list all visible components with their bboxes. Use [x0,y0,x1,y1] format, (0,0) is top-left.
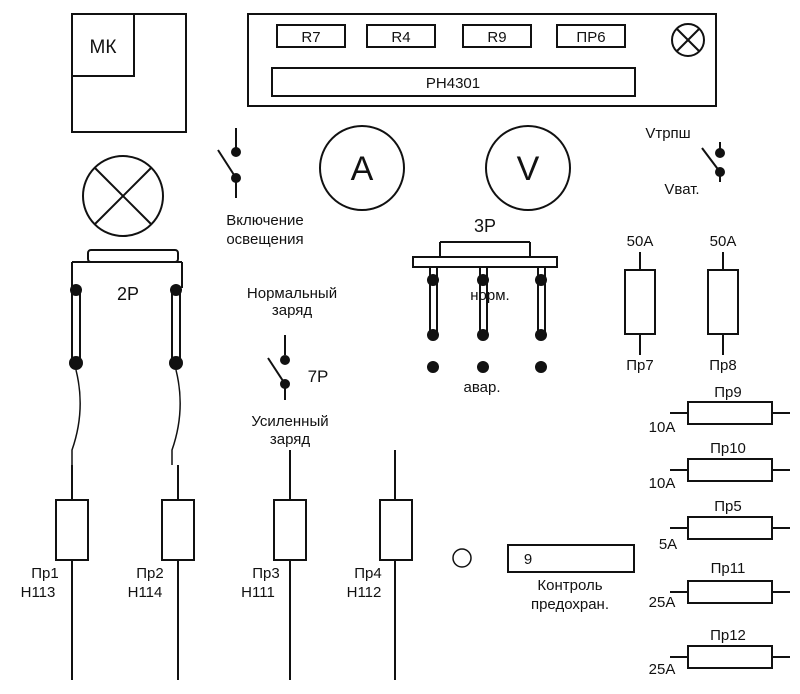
relay-pr6-label: ПР6 [576,29,605,46]
relay-3p-bar [412,256,558,268]
fuse-pr12-rating: 25А [649,661,676,678]
fuse-pr12-name: Пр12 [710,627,746,644]
relay-7p-label: 7Р [308,367,329,386]
fuse-pr3-name: Пр3 [252,565,279,582]
fuse-pr10-body [687,458,773,482]
relay-2p-label: 2Р [117,284,139,304]
fuse-pr1-body [55,499,89,561]
fuse-pr10-rating: 10А [649,475,676,492]
fuse-pr2-name: Пр2 [136,565,163,582]
panel-lamp-icon [671,23,705,57]
fuse-pr2: Пр2 Н114 [128,465,195,680]
fuse-pr3: Пр3 Н111 [241,450,307,680]
fuse-pr11-rating: 25А [649,594,676,611]
fuse-pr7-body [624,269,656,335]
lighting-switch [217,128,241,198]
relay-panel: R7 R4 R9 ПР6 РН4301 [247,13,717,107]
relay-r9-label: R9 [487,29,506,46]
fuse-pr4-name: Пр4 [354,565,381,582]
fuse-pr1-code: Н113 [21,584,56,601]
mk-label: МК [90,37,117,58]
relay-ph4301-label: РН4301 [426,75,480,92]
fuse-pr11-body [687,580,773,604]
fuse-pr9-name: Пр9 [714,384,741,401]
relay-pr6-box [556,24,626,48]
fuse-pr2-body [161,499,195,561]
fuse-pr4-code: Н112 [347,584,382,601]
mk-block: МК [71,13,187,133]
normal-charge-label-1: Нормальный [247,285,337,302]
fuse-pr7-name: Пр7 [626,357,653,374]
ammeter-label: A [351,150,374,188]
fuse-pr12-body [687,645,773,669]
relay-3p-label: 3Р [474,216,496,236]
fuse-pr5: Пр5 5А [659,498,790,553]
fuse-pr9-body [687,401,773,425]
fuse-pr7-rating: 50А [627,233,654,250]
voltage-select-switch [701,142,725,182]
relay-2p [69,249,183,465]
fuse-control-value: 9 [524,551,532,568]
vvat-label: Vват. [664,181,699,198]
fuse-pr5-body [687,516,773,540]
fuse-pr12: Пр12 25А [649,627,790,678]
fuse-pr1: Пр1 Н113 [21,465,89,680]
fuse-pr4: Пр4 Н112 [347,450,413,680]
fuse-control-label-1: Контроль [537,577,602,594]
voltmeter: V [485,125,571,211]
relay-3p-avar-label: авар. [464,379,501,396]
lighting-label-2: освещения [226,231,303,248]
relay-r4-label: R4 [391,29,410,46]
relay-r7-label: R7 [301,29,320,46]
relay-2p-bar [87,249,179,263]
fuse-pr11: Пр11 25А [649,560,790,611]
boost-charge-label-2: заряд [270,431,311,448]
relay-3p-norm-label: норм. [470,287,509,304]
fuse-pr10: Пр10 10А [649,440,790,492]
fuse-control-box [507,544,635,573]
lighting-label-1: Включение [226,212,304,229]
fuse-control-lamp-icon [452,548,472,568]
boost-charge-label-1: Усиленный [251,413,328,430]
relay-r9-box [462,24,532,48]
relay-r4-box [366,24,436,48]
lighting-lamp-icon [82,155,164,237]
fuse-pr9: Пр9 10А [649,384,790,436]
fuse-pr4-body [379,499,413,561]
fuse-pr1-name: Пр1 [31,565,58,582]
fuse-pr10-name: Пр10 [710,440,746,457]
fuse-pr3-body [273,499,307,561]
normal-charge-label-2: заряд [272,302,313,319]
fuse-control: 9 Контроль предохран. [452,544,635,613]
fuse-pr8-name: Пр8 [709,357,736,374]
relay-7p-switch [267,335,290,400]
fuse-pr3-code: Н111 [241,584,275,601]
fuse-pr11-name: Пр11 [711,560,746,577]
fuse-pr2-code: Н114 [128,584,163,601]
fuse-pr7: 50А Пр7 [624,233,656,374]
fuse-control-label-2: предохран. [531,596,609,613]
relay-ph4301-box [271,67,636,97]
voltmeter-label: V [517,150,540,188]
relay-r7-box [276,24,346,48]
fuse-pr8-rating: 50А [710,233,737,250]
fuse-pr5-name: Пр5 [714,498,741,515]
mk-inner-box [71,13,135,77]
relay-3p [412,241,558,373]
fuse-pr5-rating: 5А [659,536,677,553]
fuse-pr9-rating: 10А [649,419,676,436]
ammeter: A [319,125,405,211]
vtrpsh-label: Vтрпш [645,125,690,142]
fuse-pr8-body [707,269,739,335]
fuse-pr8: 50А Пр8 [707,233,739,374]
